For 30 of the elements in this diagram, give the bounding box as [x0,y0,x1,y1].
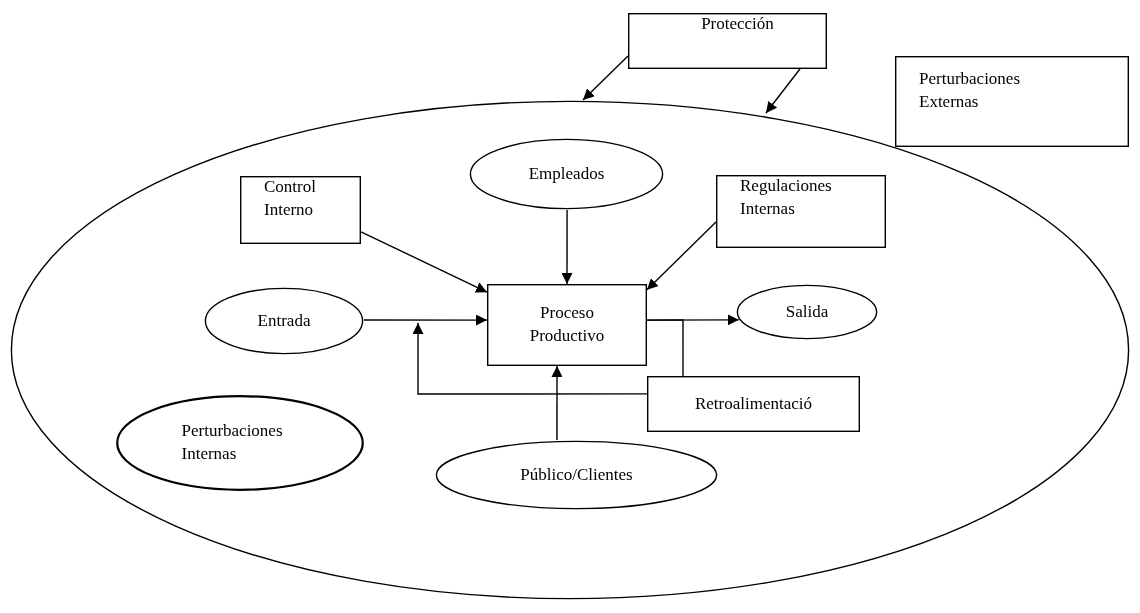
text-box [628,13,827,69]
arrow [360,231,488,293]
ellipse-node [469,138,664,210]
ellipse-node [435,440,718,510]
arrow [551,365,563,441]
node-label: Salida [784,300,830,323]
ellipse-node [736,284,878,340]
node-label: Protección [700,13,775,35]
node-label: Proceso Productivo [528,302,606,347]
text-box [716,175,886,248]
node-label: Perturbaciones Externas [918,68,1022,113]
ellipse-node [115,394,365,492]
node-label: Retroalimentació [693,392,814,415]
arrow [765,68,801,114]
arrow [561,209,573,285]
node-label: Público/Clientes [519,463,634,486]
node-label: Perturbaciones Internas [180,420,284,465]
node-label: Entrada [256,309,312,332]
node-label: Regulaciones Internas [739,175,833,220]
text-box [487,284,647,366]
node-label: Control Interno [263,176,317,221]
text-box [240,176,361,244]
arrow [582,55,629,101]
node-label: Empleados [527,162,606,185]
arrow [363,314,488,326]
arrow [646,221,717,291]
text-box [895,56,1129,147]
arrow [412,322,648,395]
ellipse-node [204,287,364,355]
text-box [647,376,860,432]
